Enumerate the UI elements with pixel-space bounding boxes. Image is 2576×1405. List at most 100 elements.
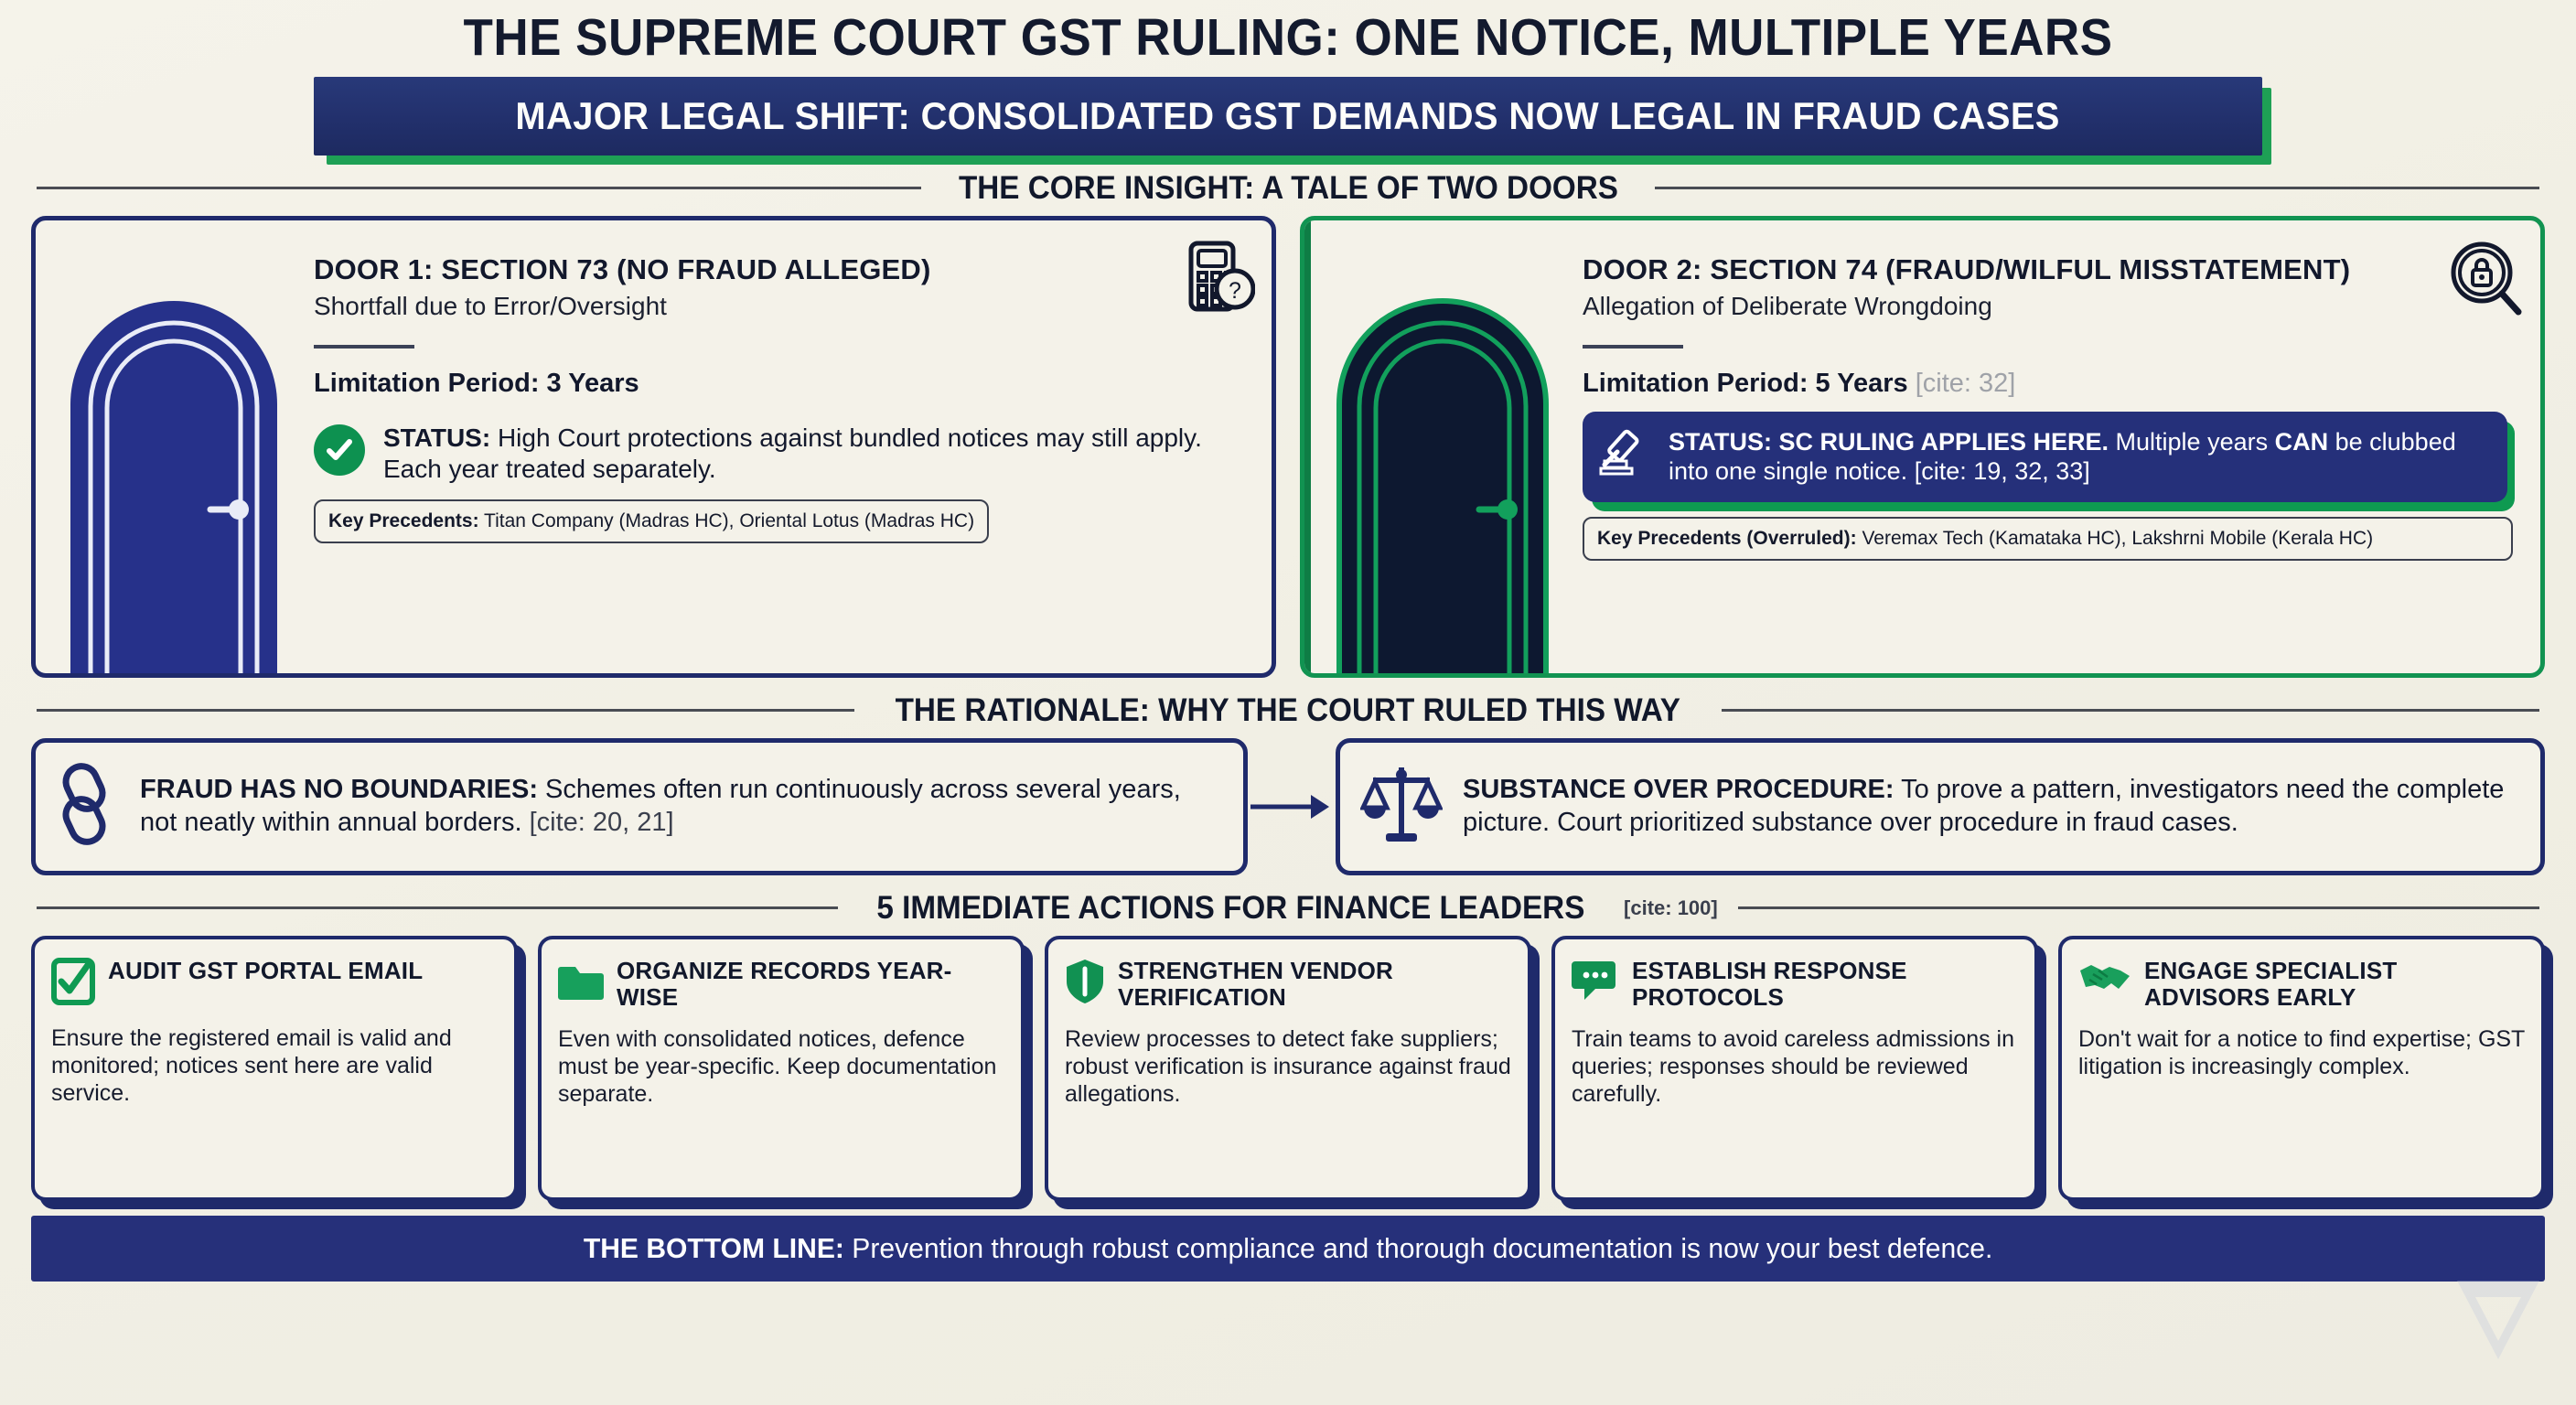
door-2-status: STATUS: SC RULING APPLIES HERE. Multiple… xyxy=(1583,411,2515,511)
action-5-title: ENGAGE SPECIALIST ADVISORS EARLY xyxy=(2144,956,2398,1011)
action-card-audit-gst-portal-email: AUDIT GST PORTAL EMAIL Ensure the regist… xyxy=(31,935,518,1201)
door-1-limitation: Limitation Period: 3 Years xyxy=(314,369,1244,399)
rationale-1-text: FRAUD HAS NO BOUNDARIES: Schemes often r… xyxy=(140,774,1223,839)
headline-banner: MAJOR LEGAL SHIFT: CONSOLIDATED GST DEMA… xyxy=(314,76,2271,165)
action-card-strengthen-vendor-verification: STRENGTHEN VENDOR VERIFICATION Review pr… xyxy=(1045,935,1531,1201)
section-title-actions: 5 IMMEDIATE ACTIONS FOR FINANCE LEADERS xyxy=(876,889,1585,926)
door-2-precedents-label: Key Precedents (Overruled): xyxy=(1597,527,1857,549)
action-3-header: STRENGTHEN VENDOR VERIFICATION xyxy=(1065,956,1511,1011)
section-title-rationale: THE RATIONALE: WHY THE COURT RULED THIS … xyxy=(895,692,1681,728)
door-icon xyxy=(1336,297,1549,673)
handshake-icon xyxy=(2078,958,2131,1003)
door-1-subheading: Shortfall due to Error/Oversight xyxy=(314,291,667,320)
action-5-body: Don't wait for a notice to find expertis… xyxy=(2078,1026,2525,1080)
door-2-status-text: STATUS: SC RULING APPLIES HERE. Multiple… xyxy=(1669,427,2489,487)
action-4-title: ESTABLISH RESPONSE PROTOCOLS xyxy=(1632,956,1907,1011)
door-2-status-bold2: CAN xyxy=(2274,427,2329,456)
rationale-2-text: SUBSTANCE OVER PROCEDURE: To prove a pat… xyxy=(1463,774,2520,839)
action-1-body: Ensure the registered email is valid and… xyxy=(51,1024,452,1106)
door-2-status-cite: [cite: 19, 32, 33] xyxy=(1914,457,2090,486)
bottom-line-banner: THE BOTTOM LINE: Prevention through robu… xyxy=(31,1215,2545,1282)
door-1-divider xyxy=(314,344,414,349)
divider-rule-right xyxy=(1737,906,2539,910)
action-card-engage-specialist-advisors-early: ENGAGE SPECIALIST ADVISORS EARLY Don't w… xyxy=(2058,935,2545,1201)
gavel-icon xyxy=(1597,426,1654,488)
folder-icon xyxy=(558,958,604,1008)
door-2-content: DOOR 2: SECTION 74 (FRAUD/WILFUL MISSTAT… xyxy=(1579,220,2540,673)
shield-icon xyxy=(1065,958,1105,1010)
rationale-1-title: FRAUD HAS NO BOUNDARIES: xyxy=(140,775,538,805)
door-1-precedents-value: Titan Company (Madras HC), Oriental Lotu… xyxy=(478,510,975,532)
door-2-status-body: Multiple years xyxy=(2109,427,2275,456)
action-3-title: STRENGTHEN VENDOR VERIFICATION xyxy=(1118,956,1393,1011)
bottom-line-label: THE BOTTOM LINE: xyxy=(583,1231,844,1264)
door-2-illustration xyxy=(1304,220,1579,673)
chain-link-icon xyxy=(56,760,120,853)
door-1-heading: DOOR 1: SECTION 73 (NO FRAUD ALLEGED) xyxy=(314,252,931,285)
watermark-logo xyxy=(2457,1281,2539,1359)
checklist-icon xyxy=(51,957,95,1010)
action-1-header: AUDIT GST PORTAL EMAIL xyxy=(51,956,498,1010)
door-1-limitation-label: Limitation Period: 3 Years xyxy=(314,368,639,398)
door-2-heading: DOOR 2: SECTION 74 (FRAUD/WILFUL MISSTAT… xyxy=(1583,252,2351,285)
door-1-precedents: Key Precedents: Titan Company (Madras HC… xyxy=(314,499,990,544)
rationale-row: FRAUD HAS NO BOUNDARIES: Schemes often r… xyxy=(31,737,2545,875)
action-2-title: ORGANIZE RECORDS YEAR-WISE xyxy=(617,956,952,1011)
door-card-section-73: ? DOOR 1: SECTION 73 (NO FRAUD ALLEGED) … xyxy=(31,215,1276,678)
page-title: THE SUPREME COURT GST RULING: ONE NOTICE… xyxy=(463,8,2113,67)
divider-rule-left xyxy=(37,709,855,713)
door-2-status-body2: be clubbed into one single notice. xyxy=(1669,427,2456,486)
door-1-content: ? DOOR 1: SECTION 73 (NO FRAUD ALLEGED) … xyxy=(310,220,1272,673)
action-card-establish-response-protocols: ESTABLISH RESPONSE PROTOCOLS Train teams… xyxy=(1551,935,2038,1201)
flow-arrow-icon xyxy=(1248,791,1336,822)
lock-magnifier-icon xyxy=(2447,241,2524,322)
action-5-header: ENGAGE SPECIALIST ADVISORS EARLY xyxy=(2078,956,2525,1011)
section-header-core-insight: THE CORE INSIGHT: A TALE OF TWO DOORS xyxy=(37,170,2539,207)
door-2-status-prefix: STATUS: SC RULING APPLIES HERE. xyxy=(1669,427,2109,456)
action-1-title: AUDIT GST PORTAL EMAIL xyxy=(108,956,424,984)
rationale-card-fraud-no-boundaries: FRAUD HAS NO BOUNDARIES: Schemes often r… xyxy=(31,737,1248,875)
banner-body: MAJOR LEGAL SHIFT: CONSOLIDATED GST DEMA… xyxy=(314,76,2262,156)
check-circle-icon xyxy=(314,424,365,476)
actions-row: AUDIT GST PORTAL EMAIL Ensure the regist… xyxy=(31,935,2545,1201)
banner-text: MAJOR LEGAL SHIFT: CONSOLIDATED GST DEMA… xyxy=(515,93,2061,137)
rationale-1-body: Schemes often run continuously across se… xyxy=(140,775,1181,837)
doors-row: ? DOOR 1: SECTION 73 (NO FRAUD ALLEGED) … xyxy=(31,215,2545,678)
door-2-divider xyxy=(1583,344,1683,349)
door-2-limitation-cite: [cite: 32] xyxy=(1915,368,2016,398)
section-actions-cite: [cite: 100] xyxy=(1624,896,1718,919)
door-2-subheading: Allegation of Deliberate Wrongdoing xyxy=(1583,291,1992,320)
bottom-line-text: THE BOTTOM LINE: Prevention through robu… xyxy=(584,1232,1992,1265)
door-1-illustration xyxy=(36,220,310,673)
rationale-1-cite: [cite: 20, 21] xyxy=(529,807,674,837)
svg-text:?: ? xyxy=(1229,278,1241,304)
action-2-body: Even with consolidated notices, defence … xyxy=(558,1026,997,1108)
scales-of-justice-icon xyxy=(1359,760,1444,853)
rationale-2-title: SUBSTANCE OVER PROCEDURE: xyxy=(1463,775,1894,805)
action-4-header: ESTABLISH RESPONSE PROTOCOLS xyxy=(1572,956,2018,1011)
action-2-header: ORGANIZE RECORDS YEAR-WISE xyxy=(558,956,1004,1011)
divider-rule-left xyxy=(37,187,921,190)
action-4-body: Train teams to avoid careless admissions… xyxy=(1572,1026,2014,1108)
door-1-status-body: High Court protections against bundled n… xyxy=(383,423,1202,483)
section-title-core-insight: THE CORE INSIGHT: A TALE OF TWO DOORS xyxy=(958,169,1618,206)
action-3-body: Review processes to detect fake supplier… xyxy=(1065,1026,1511,1108)
rationale-2-body: To prove a pattern, investigators need t… xyxy=(1463,775,2505,837)
speech-bubble-icon xyxy=(1572,958,1619,1008)
calculator-question-icon: ? xyxy=(1187,241,1256,316)
door-2-precedents: Key Precedents (Overruled): Veremax Tech… xyxy=(1583,516,2513,561)
door-2-precedents-value: Veremax Tech (Kamataka HC), Lakshrni Mob… xyxy=(1856,527,2374,549)
section-header-rationale: THE RATIONALE: WHY THE COURT RULED THIS … xyxy=(37,692,2539,729)
door-card-section-74: DOOR 2: SECTION 74 (FRAUD/WILFUL MISSTAT… xyxy=(1300,215,2545,678)
status-pill-body: STATUS: SC RULING APPLIES HERE. Multiple… xyxy=(1583,411,2507,502)
door-1-status-prefix: STATUS: xyxy=(383,423,491,452)
door-2-limitation: Limitation Period: 5 Years [cite: 32] xyxy=(1583,369,2513,399)
rationale-card-substance-over-procedure: SUBSTANCE OVER PROCEDURE: To prove a pat… xyxy=(1336,737,2545,875)
door-icon xyxy=(70,300,277,673)
door-1-precedents-label: Key Precedents: xyxy=(328,510,479,532)
divider-rule-right xyxy=(1655,187,2539,190)
bottom-line-body: Prevention through robust compliance and… xyxy=(843,1231,1993,1264)
door-2-limitation-label: Limitation Period: 5 Years xyxy=(1583,368,1908,398)
door-1-status-text: STATUS: High Court protections against b… xyxy=(383,423,1244,485)
